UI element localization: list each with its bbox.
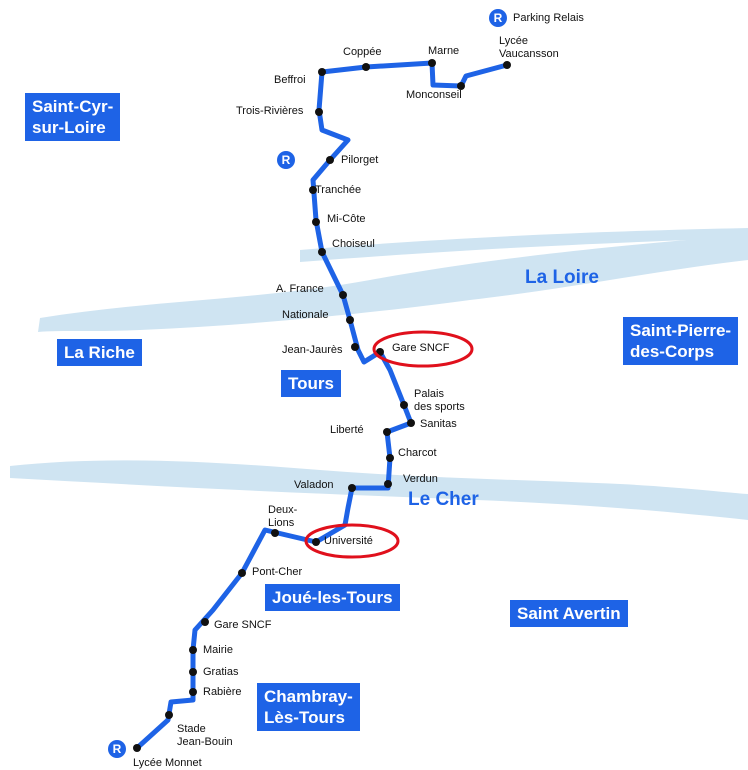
stop-dot-monconseil[interactable] <box>457 82 465 90</box>
stop-label-universite: Université <box>324 535 373 547</box>
stop-dot-tranchee[interactable] <box>309 186 317 194</box>
park-ride-label: Parking Relais <box>513 12 584 24</box>
city-saint-pierre: Saint-Pierre- des-Corps <box>623 317 739 365</box>
stop-label-charcot: Charcot <box>398 447 437 459</box>
stop-label-vaucansson: Lycée Vaucansson <box>499 35 559 60</box>
stop-label-tranchee: Tranchée <box>315 184 362 196</box>
stop-dot-coppee[interactable] <box>362 63 370 71</box>
stop-label-coppee: Coppée <box>343 46 382 58</box>
stop-markers <box>133 59 511 752</box>
stop-label-trois-rivieres: Trois-Rivières <box>236 105 304 117</box>
stop-label-jean-jaures: Jean-Jaurès <box>282 344 343 356</box>
stop-label-pilorget: Pilorget <box>341 154 379 166</box>
stop-label-stade: Stade Jean-Bouin <box>177 723 233 748</box>
stop-dot-vaucansson[interactable] <box>503 61 511 69</box>
river-label-cher: Le Cher <box>408 489 479 510</box>
city-saint-cyr: Saint-Cyr- sur-Loire <box>25 93 121 141</box>
stop-label-deux-lions: Deux- Lions <box>268 504 298 529</box>
stop-label-nationale: Nationale <box>282 309 329 321</box>
stop-label-verdun: Verdun <box>403 473 438 485</box>
stop-dot-mairie[interactable] <box>189 646 197 654</box>
stop-label-beffroi: Beffroi <box>274 74 306 86</box>
stop-dot-universite[interactable] <box>312 538 320 546</box>
loire-river <box>38 235 748 332</box>
stop-label-monconseil: Monconseil <box>406 89 462 101</box>
city-chambray: Chambray- Lès-Tours <box>257 683 360 731</box>
stop-dot-charcot[interactable] <box>386 454 394 462</box>
stop-dot-gare-joue[interactable] <box>201 618 209 626</box>
stop-label-mi-cote: Mi-Côte <box>327 213 366 225</box>
stop-label-mairie: Mairie <box>203 644 233 656</box>
park-ride-north-icon[interactable]: R <box>489 9 507 27</box>
stop-dot-pont-cher[interactable] <box>238 569 246 577</box>
city-tours: Tours <box>281 370 341 397</box>
park-ride-south-icon[interactable]: R <box>108 740 126 758</box>
stop-label-gratias: Gratias <box>203 666 239 678</box>
loire-sandbank <box>300 228 748 262</box>
stop-label-choiseul: Choiseul <box>332 238 375 250</box>
stop-dot-jean-jaures[interactable] <box>351 343 359 351</box>
highlight-gare-sncf <box>372 330 474 368</box>
stop-dot-trois-rivieres[interactable] <box>315 108 323 116</box>
stop-dot-stade[interactable] <box>165 711 173 719</box>
stop-label-gare-joue: Gare SNCF <box>214 619 272 631</box>
river-label-loire: La Loire <box>525 267 599 288</box>
stop-dot-deux-lions[interactable] <box>271 529 279 537</box>
stop-label-liberte: Liberté <box>330 424 364 436</box>
stop-dot-mi-cote[interactable] <box>312 218 320 226</box>
stop-dot-monnet[interactable] <box>133 744 141 752</box>
stop-dot-verdun[interactable] <box>384 480 392 488</box>
stop-dot-marne[interactable] <box>428 59 436 67</box>
stop-dot-choiseul[interactable] <box>318 248 326 256</box>
highlight-universite <box>304 523 400 559</box>
stop-label-sanitas: Sanitas <box>420 418 457 430</box>
stop-dot-valadon[interactable] <box>348 484 356 492</box>
stop-label-palais: Palais des sports <box>414 388 465 413</box>
stop-dot-beffroi[interactable] <box>318 68 326 76</box>
stop-dot-pilorget[interactable] <box>326 156 334 164</box>
stop-label-monnet: Lycée Monnet <box>133 757 202 769</box>
park-ride-middle-icon[interactable]: R <box>277 151 295 169</box>
stop-label-pont-cher: Pont-Cher <box>252 566 303 578</box>
stop-dot-sanitas[interactable] <box>407 419 415 427</box>
stop-dot-a-france[interactable] <box>339 291 347 299</box>
stop-label-rabiere: Rabière <box>203 686 242 698</box>
city-la-riche: La Riche <box>57 339 142 366</box>
stop-label-a-france: A. France <box>276 283 324 295</box>
stop-label-marne: Marne <box>428 45 460 57</box>
city-joue: Joué-les-Tours <box>265 584 400 611</box>
stop-dot-liberte[interactable] <box>383 428 391 436</box>
stop-dot-gratias[interactable] <box>189 668 197 676</box>
stop-dot-nationale[interactable] <box>346 316 354 324</box>
city-saint-avertin: Saint Avertin <box>510 600 628 627</box>
stop-dot-palais[interactable] <box>400 401 408 409</box>
stop-dot-rabiere[interactable] <box>189 688 197 696</box>
stop-label-valadon: Valadon <box>294 479 334 491</box>
stop-label-gare-tours: Gare SNCF <box>392 342 450 354</box>
